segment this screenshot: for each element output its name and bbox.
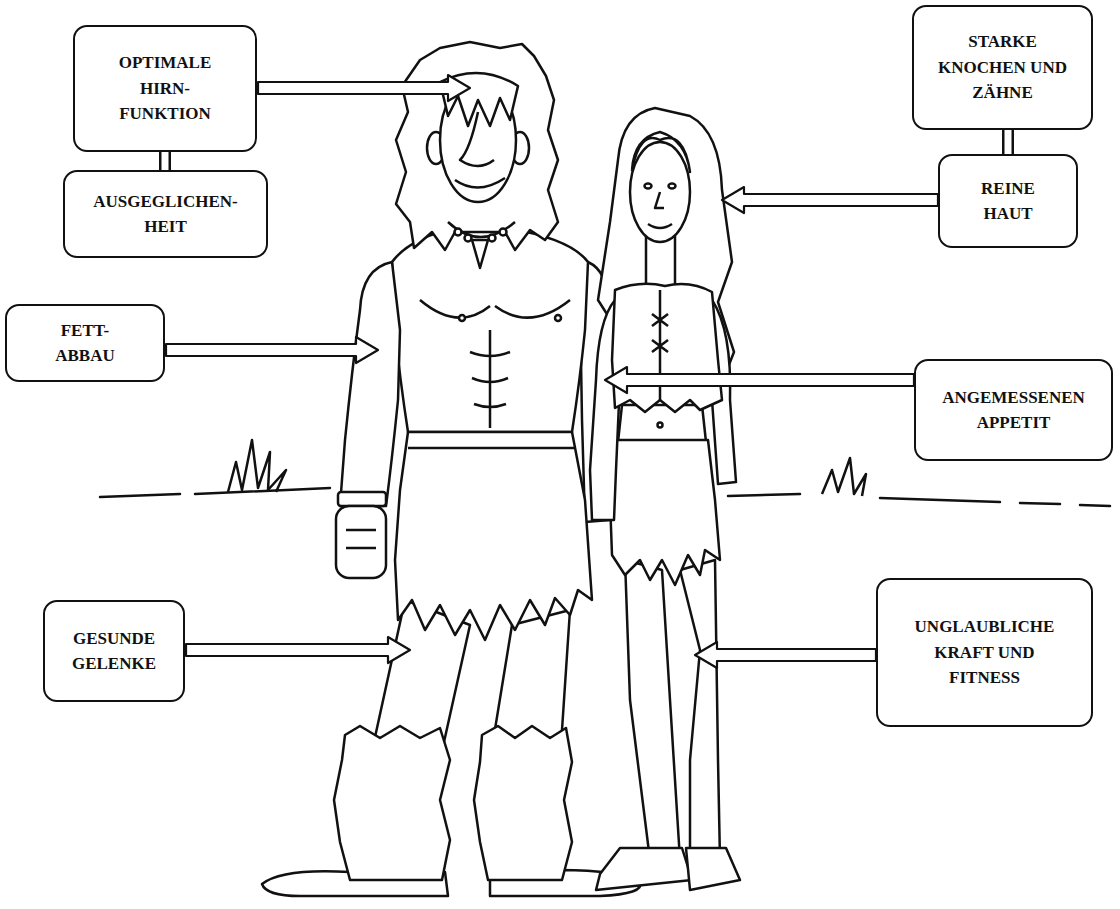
- caveman-part: [455, 229, 462, 236]
- block-arrow-part: [166, 337, 378, 363]
- cavewoman-part: [658, 423, 663, 428]
- caveman: [262, 42, 641, 896]
- caveman-part: [500, 229, 507, 236]
- box-label: AUSGEGLICHEN- HEIT: [73, 189, 258, 240]
- block-arrow-part: [258, 75, 470, 101]
- block-arrow-part: [605, 367, 914, 393]
- caveman-part: [455, 178, 505, 188]
- cavewoman-part: [625, 560, 680, 860]
- cavewoman-part: [680, 560, 720, 860]
- caveman-part: [474, 726, 572, 880]
- cavewoman-part: [612, 284, 722, 412]
- benefit-box: UNGLAUBLICHE KRAFT UND FITNESS: [876, 578, 1093, 727]
- benefit-box: ANGEMESSENEN APPETIT: [914, 359, 1113, 461]
- block-arrow-part: [186, 637, 410, 663]
- caveman-part: [448, 222, 515, 237]
- cavewoman-part: [648, 224, 672, 228]
- benefit-box: STARKE KNOCHEN UND ZÄHNE: [912, 5, 1093, 130]
- benefit-box: REINE HAUT: [938, 154, 1078, 248]
- caveman-part: [396, 42, 558, 250]
- box-label: REINE HAUT: [963, 176, 1053, 227]
- cavewoman-part: [655, 192, 664, 208]
- box-label: FETT- ABBAU: [35, 318, 135, 369]
- caveman-part: [334, 726, 450, 880]
- benefit-box: AUSGEGLICHEN- HEIT: [63, 170, 268, 258]
- caveman-part: [336, 506, 386, 578]
- cavewoman-part: [596, 848, 692, 890]
- grass-tuft-part: [822, 458, 866, 496]
- caveman-part: [408, 447, 574, 450]
- benefit-box: OPTIMALE HIRN- FUNKTION: [73, 25, 257, 152]
- cavewoman: [590, 108, 740, 890]
- block-arrow: [166, 75, 938, 668]
- cavewoman-part: [618, 405, 706, 442]
- box-label: STARKE KNOCHEN UND ZÄHNE: [928, 29, 1078, 106]
- connector-inner: [1005, 127, 1012, 157]
- benefit-box: GESUNDE GELENKE: [43, 600, 185, 702]
- caveman-part: [346, 530, 376, 548]
- grass-tuft-part: [228, 440, 286, 492]
- box-label: UNGLAUBLICHE KRAFT UND FITNESS: [900, 614, 1070, 691]
- caveman-part: [555, 315, 561, 321]
- cavewoman-part: [630, 142, 690, 242]
- caveman-part: [460, 112, 494, 166]
- block-arrow-part: [722, 187, 938, 213]
- box-label: OPTIMALE HIRN- FUNKTION: [95, 50, 235, 127]
- caveman-part: [489, 235, 496, 242]
- caveman-part: [420, 300, 570, 428]
- caveman-part: [472, 240, 488, 268]
- cavewoman-part: [645, 184, 652, 189]
- cavewoman-part: [632, 132, 690, 172]
- caveman-part: [395, 432, 592, 640]
- caveman-part: [340, 262, 400, 506]
- box-label: GESUNDE GELENKE: [54, 626, 174, 677]
- cavewoman-part: [669, 184, 676, 189]
- caveman-part: [392, 228, 588, 432]
- cavewoman-part: [686, 848, 740, 890]
- caveman-part: [459, 315, 465, 321]
- box-label: ANGEMESSENEN APPETIT: [926, 385, 1101, 436]
- caveman-part: [338, 492, 386, 506]
- block-arrow-part: [695, 642, 876, 668]
- cavewoman-part: [610, 440, 720, 585]
- benefit-box: FETT- ABBAU: [5, 304, 165, 382]
- caveman-part: [465, 235, 472, 242]
